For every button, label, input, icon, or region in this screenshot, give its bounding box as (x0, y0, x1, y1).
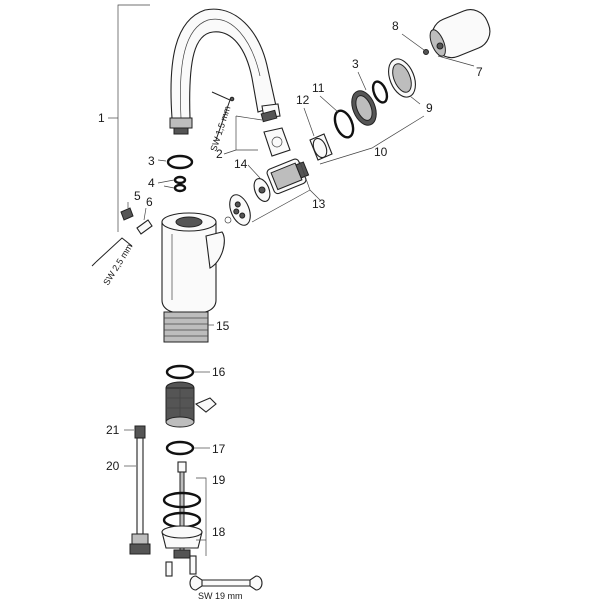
tool-label-hex-large: SW 2,5 mm (101, 242, 134, 287)
label-18: 18 (212, 525, 226, 539)
check-valve (165, 381, 217, 428)
bracket-1 (108, 4, 150, 232)
label-3a: 3 (148, 154, 155, 168)
label-21: 21 (106, 423, 120, 437)
label-8: 8 (392, 19, 399, 33)
label-15: 15 (216, 319, 230, 333)
label-13: 13 (312, 197, 326, 211)
label-20: 20 (106, 459, 120, 473)
label-16: 16 (212, 365, 226, 379)
label-3b: 3 (352, 57, 359, 71)
label-19: 19 (212, 473, 226, 487)
oring-16: 16 (165, 364, 226, 380)
label-14: 14 (234, 157, 248, 171)
wrench: SW 19 mm (189, 575, 263, 600)
cartridge-assembly: 14 13 (224, 157, 326, 226)
label-9: 9 (426, 101, 433, 115)
label-1: 1 (98, 111, 105, 125)
label-5: 5 (134, 189, 141, 203)
oring-17: 17 (165, 440, 226, 456)
mounting-set: 19 18 (161, 461, 226, 577)
label-7: 7 (476, 65, 483, 79)
hex-key-small: SW 1,5 mm (208, 91, 235, 153)
aerator-2: 2 (216, 109, 291, 161)
hex-key-large: SW 2,5 mm (91, 237, 135, 287)
label-2: 2 (216, 147, 223, 161)
label-11: 11 (312, 81, 325, 95)
tool-label-wrench: SW 19 mm (198, 591, 243, 600)
handle-assembly: 12 11 3 9 10 (296, 57, 433, 165)
label-12: 12 (296, 93, 310, 107)
tool-label-hex-small: SW 1,5 mm (208, 105, 232, 153)
label-4: 4 (148, 176, 155, 190)
label-6: 6 (146, 195, 153, 209)
threaded-shank: 15 (163, 311, 230, 343)
faucet-body (161, 212, 225, 315)
label-17: 17 (212, 442, 226, 456)
label-10: 10 (374, 145, 388, 159)
handle-lever: 8 7 (392, 9, 491, 79)
supply-hose: 21 20 (106, 423, 151, 555)
small-parts-left: 3 4 5 6 (120, 154, 194, 235)
